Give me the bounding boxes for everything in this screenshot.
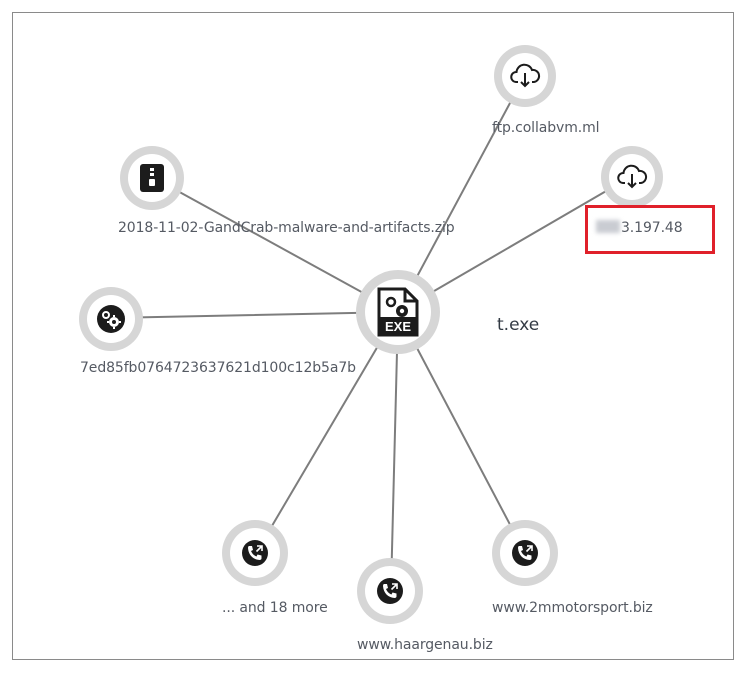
node-motorsport-label: www.2mmotorsport.biz: [492, 600, 653, 616]
highlight-box: [585, 205, 715, 254]
node-hash[interactable]: [79, 287, 143, 351]
node-ip[interactable]: [601, 146, 663, 208]
edge-haargenau: [390, 311, 399, 591]
node-hash-label: 7ed85fb0764723637621d100c12b5a7b: [80, 360, 356, 376]
graph-frame: [12, 12, 734, 660]
center-node[interactable]: EXE: [356, 270, 440, 354]
edge-ftp: [397, 74, 526, 313]
phone-call-icon: [512, 540, 538, 566]
archive-file-icon: [140, 164, 164, 192]
node-zip-label: 2018-11-02-GandCrab-malware-and-artifact…: [118, 220, 455, 236]
phone-call-icon: [377, 578, 403, 604]
redacted-prefix: [596, 220, 620, 233]
phone-call-icon: [242, 540, 268, 566]
edge-hash: [110, 311, 399, 319]
edge-more: [255, 311, 399, 554]
svg-text:EXE: EXE: [385, 319, 411, 334]
edge-ip: [397, 175, 633, 313]
node-ftp-label: ftp.collabvm.ml: [492, 120, 600, 136]
node-haargenau-label: www.haargenau.biz: [357, 637, 493, 653]
node-zip[interactable]: [120, 146, 184, 210]
gear-process-icon: [97, 305, 125, 333]
center-label: t.exe: [497, 315, 540, 335]
node-ip-label: 3.197.48: [596, 220, 683, 236]
node-more[interactable]: [222, 520, 288, 586]
cloud-download-icon: [510, 63, 541, 88]
node-ftp[interactable]: [494, 45, 556, 107]
edge-zip: [153, 177, 399, 313]
node-haargenau[interactable]: [357, 558, 423, 624]
cloud-download-icon: [617, 164, 648, 189]
node-motorsport[interactable]: [492, 520, 558, 586]
node-more-label[interactable]: ... and 18 more: [222, 600, 328, 616]
node-ip-label-text: 3.197.48: [621, 220, 683, 236]
exe-file-icon: EXE: [377, 287, 419, 337]
edge-motorsport: [397, 311, 526, 554]
